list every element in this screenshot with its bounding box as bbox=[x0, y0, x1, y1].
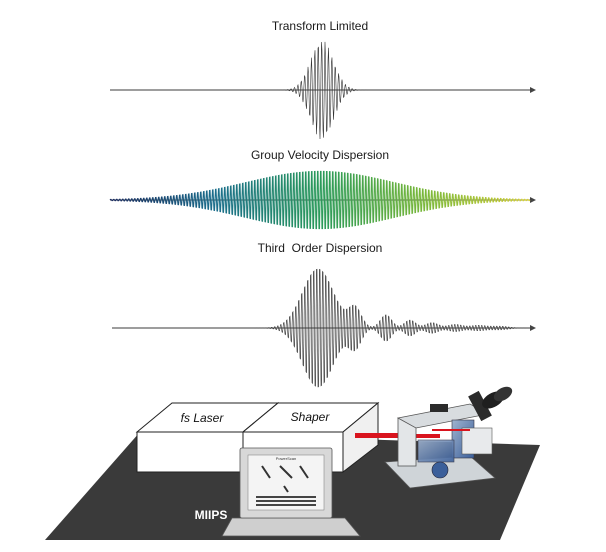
gvd-waveform bbox=[109, 170, 531, 230]
screen-trace-icon bbox=[261, 465, 309, 493]
miips-label: MIIPS bbox=[195, 508, 228, 522]
tod-panel: Third Order Dispersion bbox=[112, 241, 536, 388]
screen-header: PowerScan bbox=[276, 456, 296, 461]
transform-limited-waveform bbox=[110, 41, 530, 140]
shaper-label: Shaper bbox=[291, 410, 331, 424]
screen-controls bbox=[256, 496, 316, 506]
axis-arrowhead-icon bbox=[530, 325, 536, 331]
tod-waveform bbox=[112, 268, 530, 388]
microscope-icon bbox=[384, 386, 513, 489]
transform-limited-title: Transform Limited bbox=[272, 19, 368, 33]
transform-limited-panel: Transform Limited bbox=[110, 19, 536, 140]
experimental-setup: fs Laser Shaper bbox=[45, 386, 540, 540]
axis-arrowhead-icon bbox=[530, 87, 536, 93]
tod-title: Third Order Dispersion bbox=[258, 241, 383, 255]
axis-arrowhead-icon bbox=[530, 197, 536, 203]
gvd-panel: Group Velocity Dispersion bbox=[109, 148, 536, 230]
laser-beam bbox=[355, 433, 440, 438]
computer-monitor: PowerScan MIIPS bbox=[195, 447, 361, 537]
fs-laser-label: fs Laser bbox=[181, 411, 225, 425]
gvd-title: Group Velocity Dispersion bbox=[251, 148, 389, 162]
